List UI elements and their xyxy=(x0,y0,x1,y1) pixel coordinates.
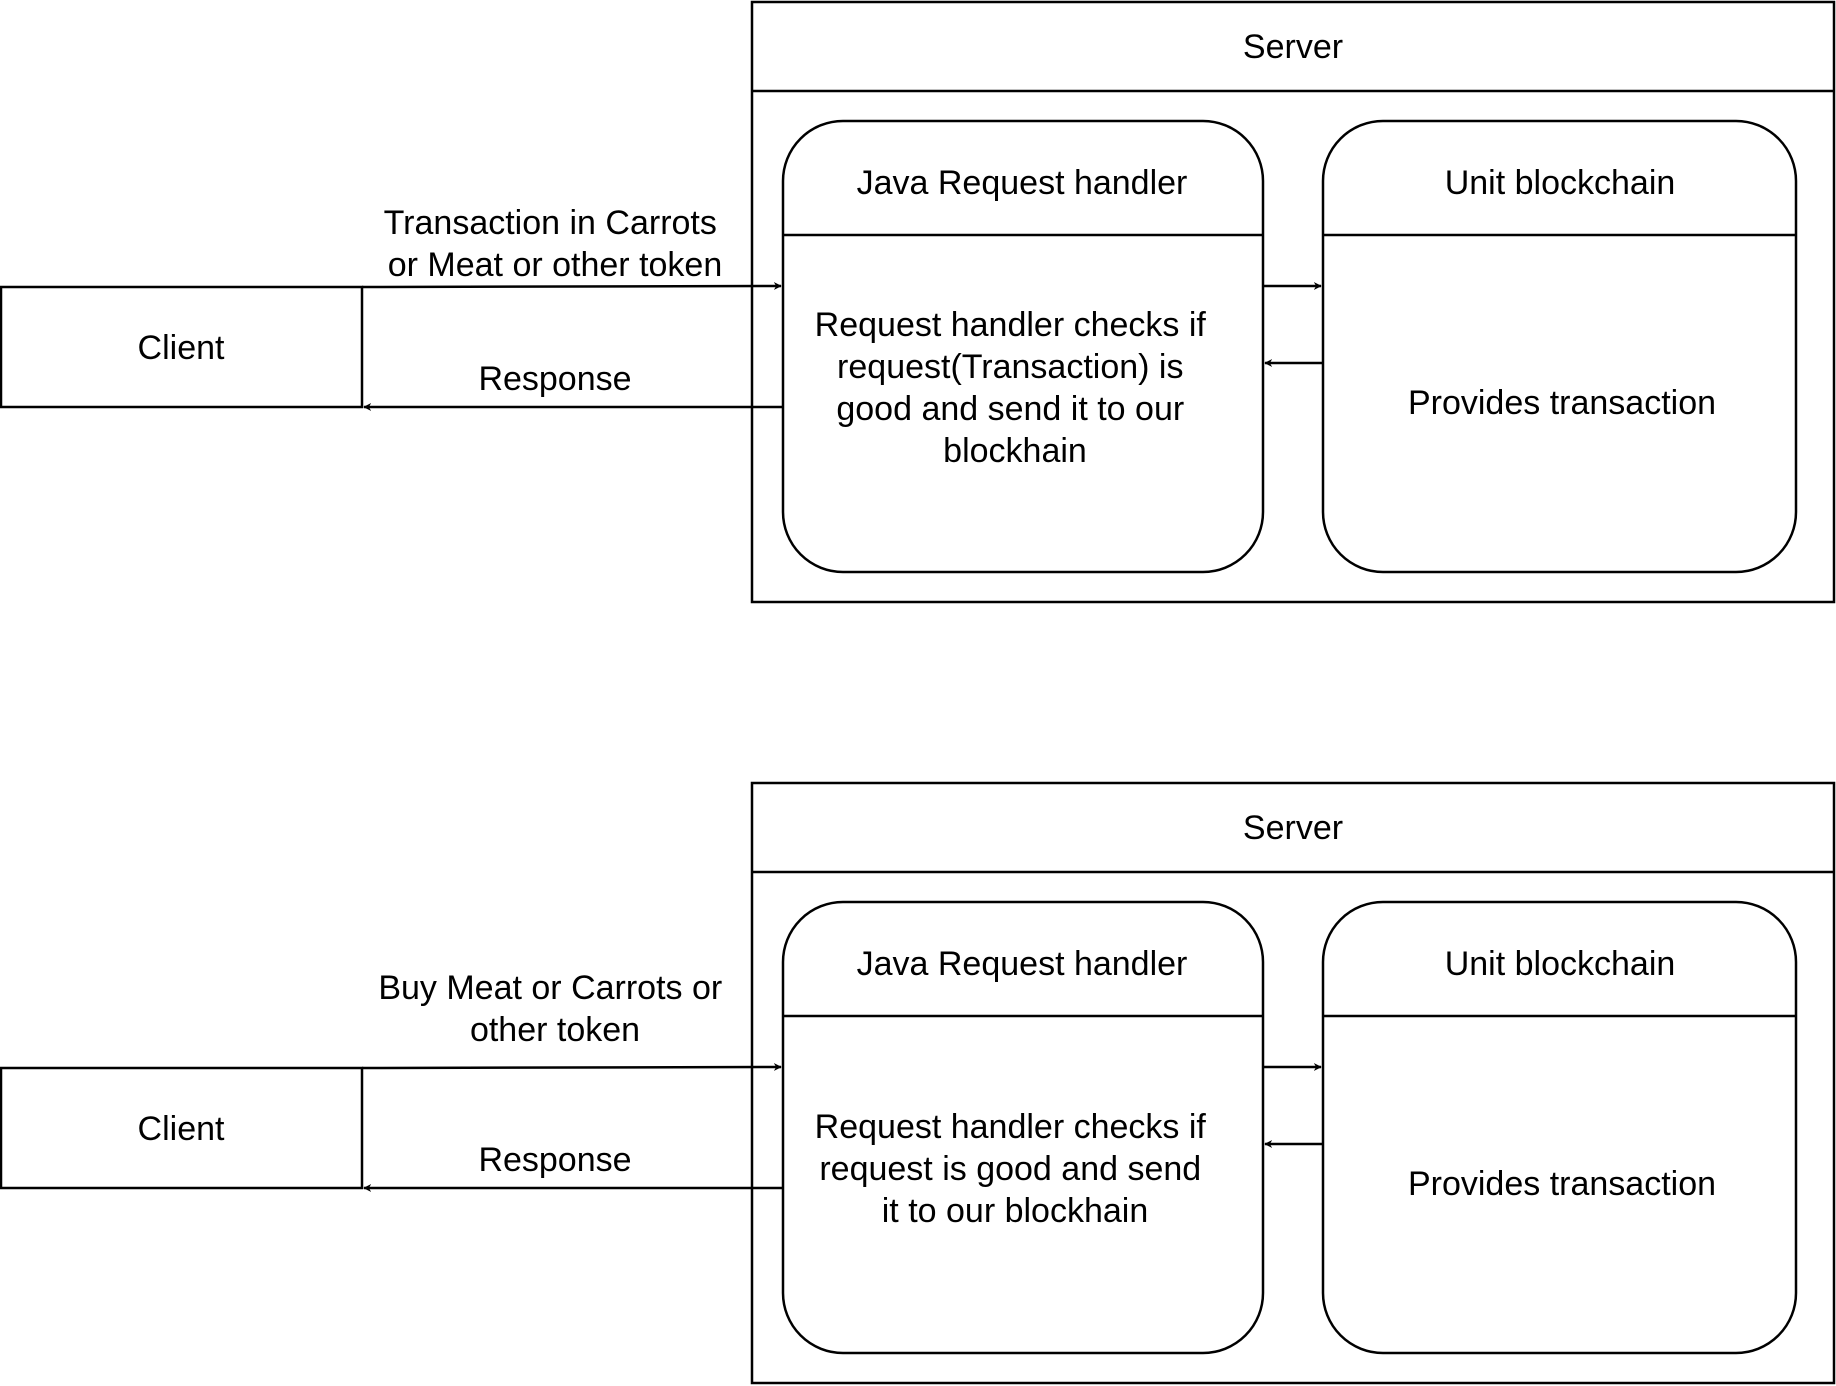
blockchain-description: Provides transaction xyxy=(1408,384,1716,422)
client-label: Client xyxy=(138,1110,225,1148)
blockchain-title: Unit blockchain xyxy=(1445,164,1676,202)
client-box xyxy=(0,1066,364,1190)
request-edge-label: Transaction in Carrots or Meat or other … xyxy=(384,204,727,284)
request-handler-description: Request handler checks if request is goo… xyxy=(815,1108,1216,1230)
server-title: Server xyxy=(1243,809,1343,847)
blockchain-description: Provides transaction xyxy=(1408,1165,1716,1203)
request-handler-title: Java Request handler xyxy=(857,945,1188,983)
blockchain-title: Unit blockchain xyxy=(1445,945,1676,983)
diagram-2: Server Client Java Request handler Reque… xyxy=(0,781,1836,1385)
request-edge-label: Buy Meat or Carrots or other token xyxy=(378,969,731,1049)
request-arrow xyxy=(361,1063,782,1072)
client-box xyxy=(0,285,364,409)
client-label: Client xyxy=(138,329,225,367)
request-handler-description: Request handler checks if request(Transa… xyxy=(815,306,1216,470)
diagram-1: Server Client Java Request handler Reque… xyxy=(0,0,1836,604)
response-edge-label: Response xyxy=(478,360,631,398)
request-handler-title: Java Request handler xyxy=(857,164,1188,202)
server-title: Server xyxy=(1243,28,1343,66)
request-arrow xyxy=(361,282,782,291)
response-edge-label: Response xyxy=(478,1141,631,1179)
